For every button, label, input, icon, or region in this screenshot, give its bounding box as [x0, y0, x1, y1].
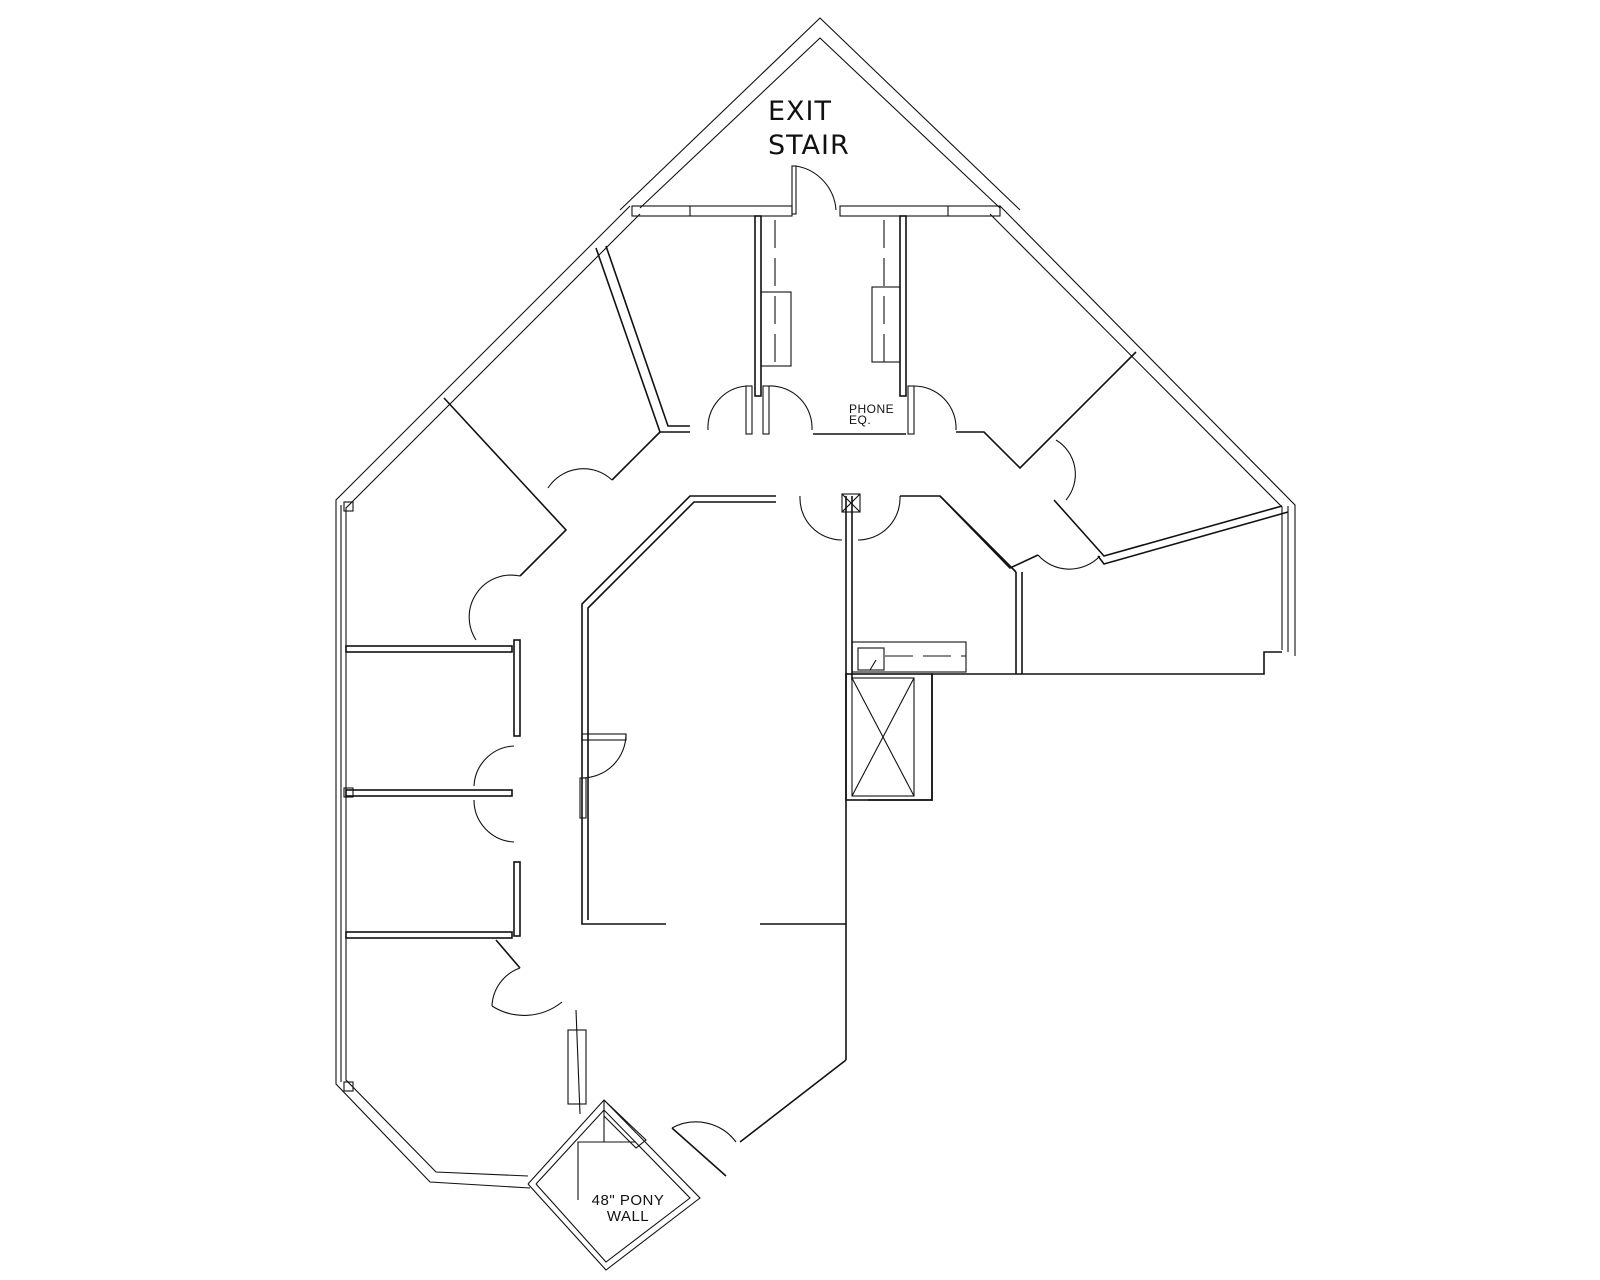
exit-stair-walls	[619, 17, 1021, 211]
top-wall	[631, 165, 1001, 217]
office-nw	[443, 245, 690, 641]
phone-eq-label: PHONE EQ.	[849, 402, 895, 427]
reception-area	[567, 1009, 847, 1177]
phone-eq-room	[707, 215, 957, 435]
phone-eq-label-line2: EQ.	[849, 413, 872, 427]
outer-wall-west	[335, 205, 641, 1189]
pony-wall	[527, 1099, 701, 1271]
office-ne	[939, 351, 1289, 674]
office-west	[345, 639, 563, 1016]
exit-stair-label-line2: STAIR	[768, 130, 850, 161]
exit-stair-label-line1: EXIT	[768, 96, 833, 127]
phone-eq-label-line1: PHONE	[849, 402, 895, 416]
kitchenette	[851, 641, 967, 673]
pony-wall-label: 48" PONY WALL	[578, 1193, 678, 1225]
conference-room	[579, 493, 1017, 1060]
pony-wall-label-line1: 48" PONY	[591, 1192, 665, 1209]
exit-stair-label: EXIT STAIR	[768, 95, 850, 163]
pony-wall-label-line2: WALL	[606, 1208, 650, 1225]
elevator-shaft	[845, 673, 933, 801]
